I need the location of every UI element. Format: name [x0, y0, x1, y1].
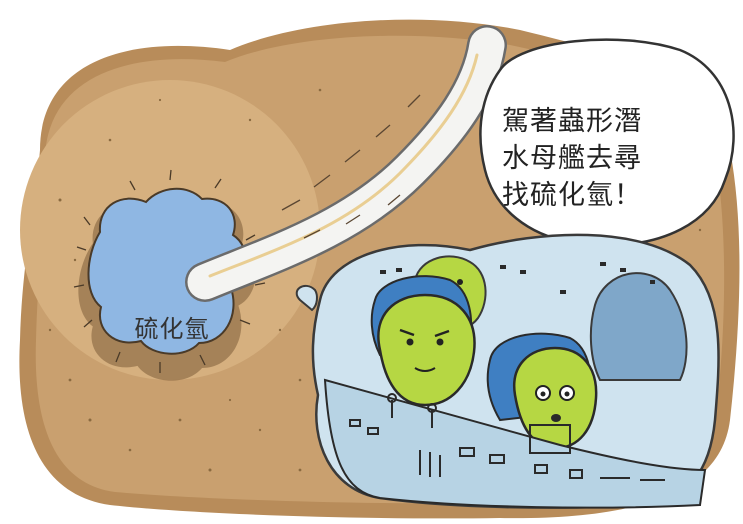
pool-hatching — [73, 169, 266, 373]
control-panel-dots — [380, 262, 655, 294]
rear-window — [589, 272, 688, 381]
green-creature-icon — [377, 293, 476, 407]
speech-bubble-text: 駕著蟲形潛 水母艦去尋 找硫化氫！ — [502, 106, 642, 211]
pool-label: 硫化氫 — [134, 315, 210, 343]
tube-highlight — [208, 53, 479, 278]
control-panel — [323, 378, 707, 509]
tube-worm — [185, 25, 507, 302]
speech-bubble — [479, 38, 735, 294]
tube-motion-lines — [281, 94, 421, 239]
green-creature-icon — [512, 346, 598, 450]
tube-body — [187, 27, 505, 300]
hydrogen-sulfide-pool — [73, 169, 266, 381]
control-panel-details — [349, 393, 665, 481]
submarine-cutaway — [295, 233, 720, 509]
bubble-shape — [479, 38, 735, 294]
cockpit-fin — [295, 284, 318, 312]
